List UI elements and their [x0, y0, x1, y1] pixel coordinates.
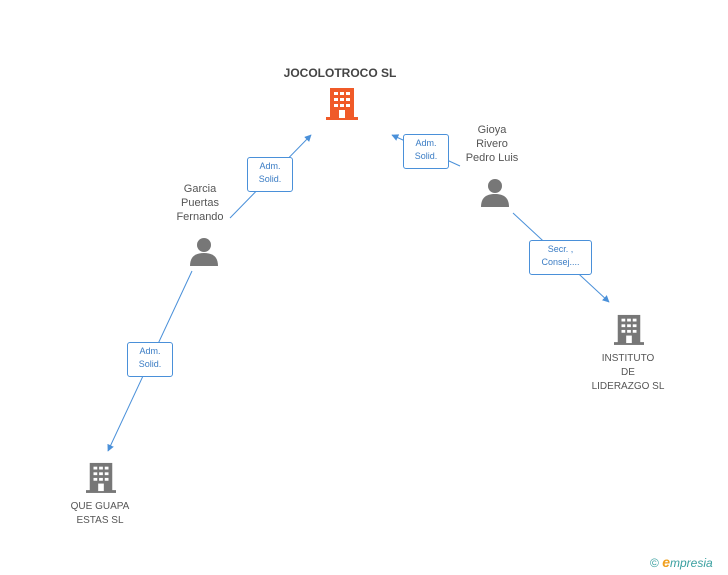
building-icon[interactable] — [614, 312, 644, 346]
brand-rest: mpresia — [669, 556, 713, 570]
copyright-symbol: © — [650, 556, 659, 570]
role-badge-garcia-main[interactable]: Adm. Solid. — [247, 157, 293, 192]
role-badge-garcia-que-guapa[interactable]: Adm. Solid. — [127, 342, 173, 377]
building-icon[interactable] — [326, 86, 358, 120]
person-icon[interactable] — [189, 236, 219, 266]
main-company-name[interactable]: JOCOLOTROCO SL — [283, 66, 397, 80]
empresia-logo: © empresia — [650, 554, 713, 570]
building-icon[interactable] — [86, 460, 116, 494]
role-badge-gioya-instituto[interactable]: Secr. , Consej.... — [529, 240, 592, 275]
person-icon[interactable] — [480, 177, 510, 207]
person-gioya-name[interactable]: Gioya Rivero Pedro Luis — [465, 124, 519, 164]
person-garcia-name[interactable]: Garcia Puertas Fernando — [176, 183, 224, 223]
company-que-guapa-name[interactable]: QUE GUAPA ESTAS SL — [70, 501, 130, 526]
company-instituto-name[interactable]: INSTITUTO DE LIDERAZGO SL — [591, 353, 665, 392]
role-badge-gioya-main[interactable]: Adm. Solid. — [403, 134, 449, 169]
brand-first-letter: e — [662, 554, 670, 570]
